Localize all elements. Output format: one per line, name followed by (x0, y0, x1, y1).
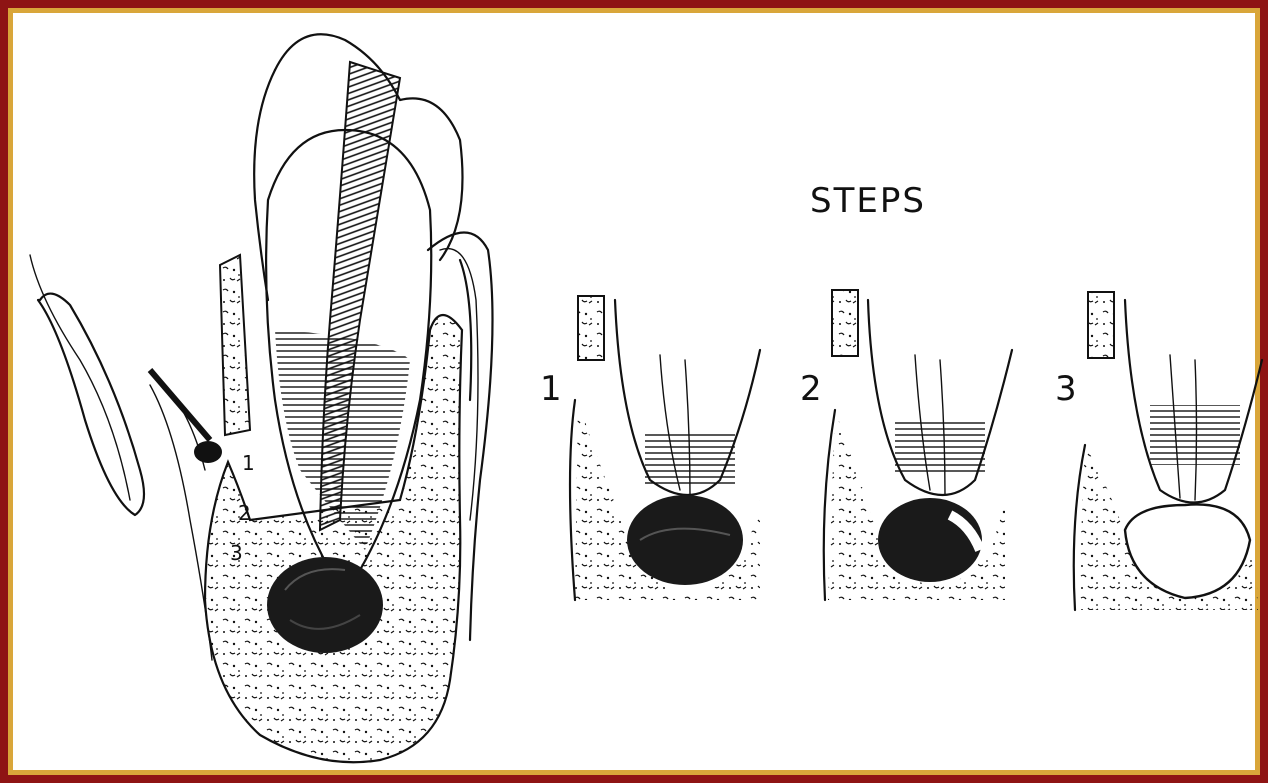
step-2-figure: 2 (800, 290, 1012, 600)
curette-instrument (150, 365, 222, 463)
step-3-number: 3 (1055, 369, 1077, 409)
periapical-lesion (267, 557, 383, 653)
steps-heading: STEPS (810, 181, 926, 221)
main-label-3: 3 (230, 541, 243, 565)
step-3-figure: 3 (1055, 292, 1262, 610)
lip-flap (38, 294, 144, 515)
main-label-1: 1 (242, 451, 255, 475)
step-2-number: 2 (800, 369, 822, 409)
gingiva-left (220, 255, 250, 435)
main-label-2: 2 (238, 501, 251, 525)
step-1-figure: 1 (540, 296, 760, 600)
tooth-cross-section: 1 2 3 (30, 34, 493, 762)
step-1-number: 1 (540, 369, 562, 409)
